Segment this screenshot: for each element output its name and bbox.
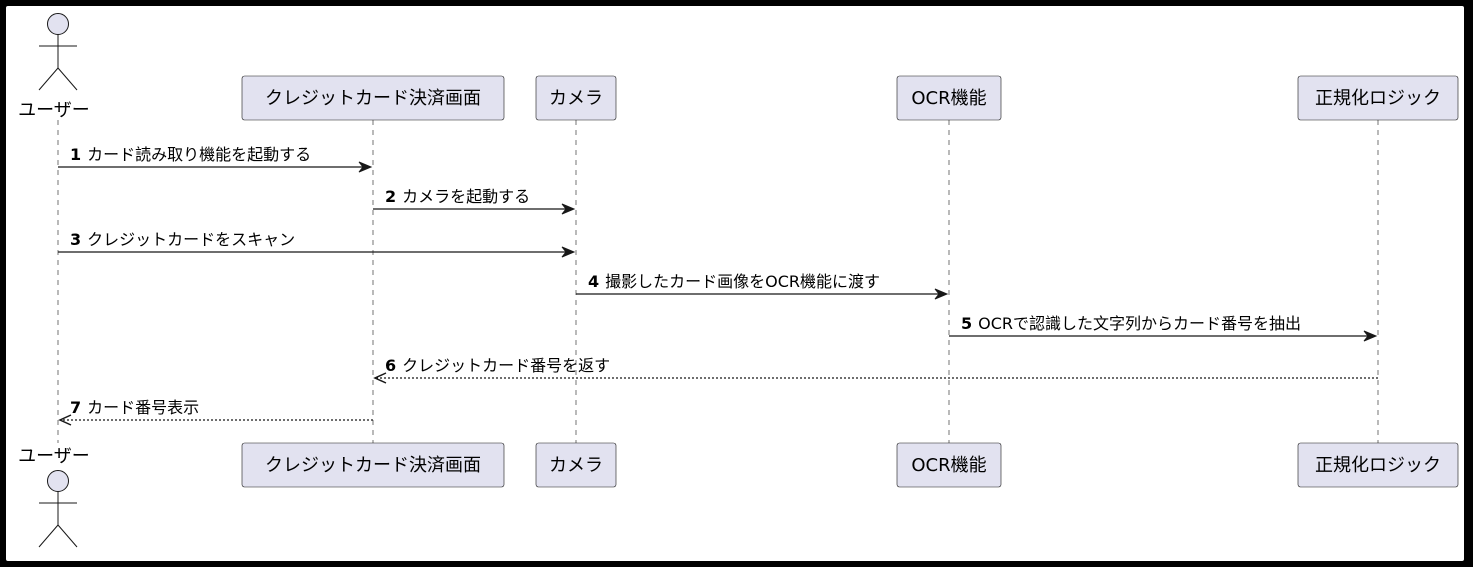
participant-screen-top: クレジットカード決済画面: [241, 75, 505, 121]
message-6: 6 クレジットカード番号を返す: [373, 356, 1378, 384]
participant-label: クレジットカード決済画面: [265, 455, 481, 476]
actor-label: ユーザー: [18, 446, 90, 467]
participant-norm-bottom: 正規化ロジック: [1297, 442, 1459, 488]
participant-box: [1297, 442, 1459, 488]
participant-camera-top: カメラ: [535, 75, 617, 121]
message-5: 5 OCRで認識した文字列からカード番号を抽出: [949, 314, 1378, 342]
actor-left-leg: [38, 524, 59, 548]
participant-box: [1297, 75, 1459, 121]
message-label: 1 カード読み取り機能を起動する: [70, 145, 311, 164]
participant-label: 正規化ロジック: [1315, 88, 1441, 109]
message-text: 撮影したカード画像をOCR機能に渡す: [605, 272, 880, 291]
message-4: 4 撮影したカード画像をOCR機能に渡す: [576, 272, 949, 300]
arrowhead-open-icon: [373, 372, 387, 384]
message-3: 3 クレジットカードをスキャン: [58, 230, 576, 258]
message-number: 6: [385, 356, 396, 375]
participant-camera-bottom: カメラ: [535, 442, 617, 488]
participant-box: [535, 75, 617, 121]
message-label: 3 クレジットカードをスキャン: [70, 230, 295, 249]
participants: ユーザーユーザークレジットカード決済画面クレジットカード決済画面カメラカメラOC…: [18, 13, 1459, 548]
message-number: 4: [588, 272, 599, 291]
participant-label: 正規化ロジック: [1315, 455, 1441, 476]
message-label: 6 クレジットカード番号を返す: [385, 356, 610, 375]
message-1: 1 カード読み取り機能を起動する: [58, 145, 373, 173]
participant-label: OCR機能: [911, 455, 986, 476]
message-label: 2 カメラを起動する: [385, 187, 530, 206]
actor-right-leg: [57, 524, 78, 548]
arrowhead-filled-icon: [358, 161, 373, 173]
message-text: カード読み取り機能を起動する: [87, 145, 311, 164]
message-text: OCRで認識した文字列からカード番号を抽出: [978, 314, 1301, 333]
participant-box: [535, 442, 617, 488]
arrowhead-open-icon: [58, 414, 72, 426]
message-number: 1: [70, 145, 81, 164]
participant-label: カメラ: [549, 455, 603, 476]
message-text: カメラを起動する: [402, 187, 530, 206]
message-label: 5 OCRで認識した文字列からカード番号を抽出: [961, 314, 1301, 333]
participant-norm-top: 正規化ロジック: [1297, 75, 1459, 121]
participant-ocr-top: OCR機能: [896, 75, 1002, 121]
arrowhead-filled-icon: [561, 246, 576, 258]
participant-screen-bottom: クレジットカード決済画面: [241, 442, 505, 488]
arrowhead-filled-icon: [1363, 330, 1378, 342]
participant-box: [896, 442, 1002, 488]
message-number: 2: [385, 187, 396, 206]
message-2: 2 カメラを起動する: [373, 187, 576, 215]
actor-head-icon: [47, 470, 69, 492]
message-label: 4 撮影したカード画像をOCR機能に渡す: [588, 272, 880, 291]
participant-box: [241, 442, 505, 488]
participant-label: クレジットカード決済画面: [265, 88, 481, 109]
participant-box: [896, 75, 1002, 121]
message-label: 7 カード番号表示: [70, 398, 199, 417]
message-text: クレジットカード番号を返す: [402, 356, 610, 375]
actor-left-leg: [38, 67, 59, 91]
message-number: 7: [70, 398, 81, 417]
lifelines: [57, 120, 1379, 443]
message-text: カード番号表示: [87, 398, 199, 417]
arrowhead-filled-icon: [561, 203, 576, 215]
participant-ocr-bottom: OCR機能: [896, 442, 1002, 488]
message-number: 3: [70, 230, 81, 249]
actor-head-icon: [47, 13, 69, 35]
actor-label: ユーザー: [18, 100, 90, 121]
actor-right-leg: [57, 67, 78, 91]
message-text: クレジットカードをスキャン: [87, 230, 295, 249]
message-number: 5: [961, 314, 972, 333]
arrowhead-filled-icon: [934, 288, 949, 300]
diagram-background: [6, 6, 1464, 561]
message-7: 7 カード番号表示: [58, 398, 373, 426]
participant-label: カメラ: [549, 88, 603, 109]
actor-user-top: ユーザー: [18, 13, 90, 121]
participant-box: [241, 75, 505, 121]
participant-label: OCR機能: [911, 88, 986, 109]
actor-user-bottom: ユーザー: [18, 446, 90, 548]
